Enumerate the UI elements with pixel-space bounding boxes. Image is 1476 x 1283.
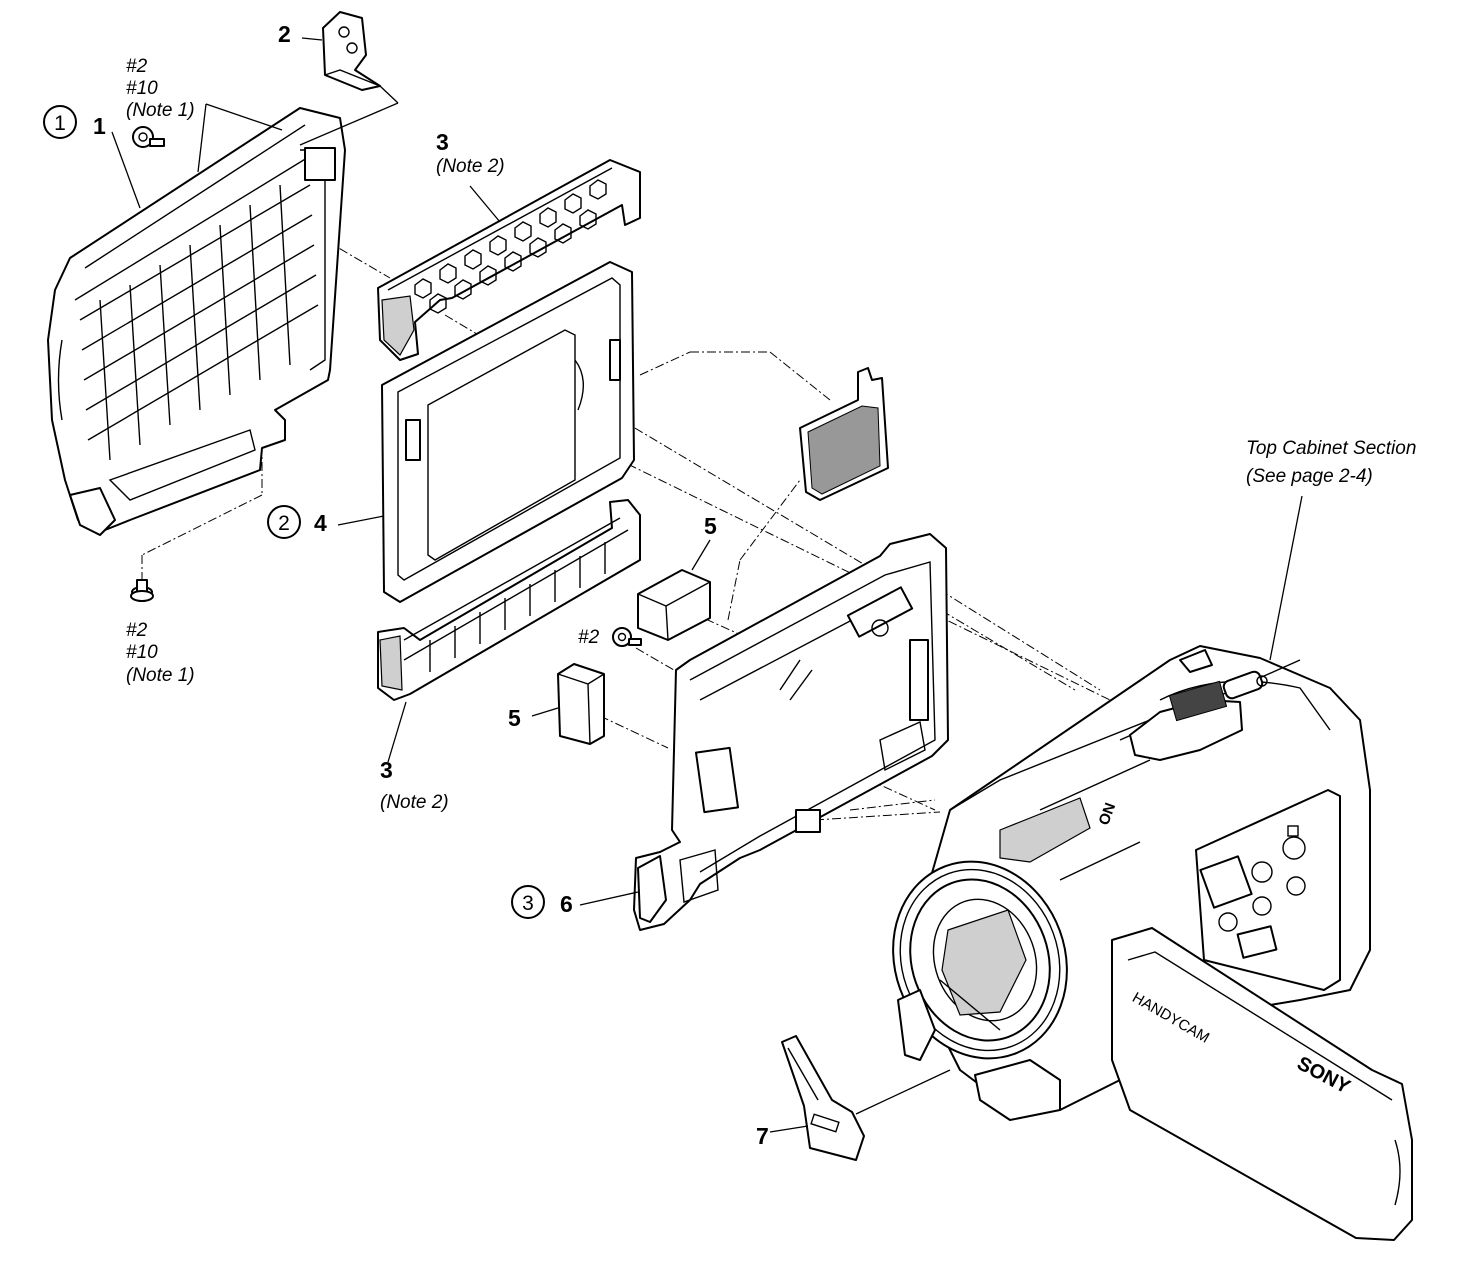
- grip-strip-top-part-3: [377, 159, 641, 361]
- label-part-2: 2: [278, 21, 291, 47]
- svg-text:#10: #10: [126, 642, 158, 663]
- cushion-top-part-5: [637, 569, 711, 641]
- svg-text:2: 2: [278, 512, 290, 535]
- svg-text:1: 1: [54, 112, 66, 135]
- side-cabinet-part-1: [47, 107, 346, 536]
- screw-bottom-icon: [130, 579, 154, 602]
- grip-hex-pattern: [414, 179, 607, 314]
- svg-text:(Note 1): (Note 1): [126, 665, 195, 686]
- note-top-cabinet: Top Cabinet Section (See page 2-4): [1246, 438, 1416, 487]
- svg-text:(See page 2-4): (See page 2-4): [1246, 466, 1373, 487]
- lcd-frame-part-4: [381, 261, 635, 603]
- label-part-6: 6: [560, 891, 573, 917]
- circled-ref-2: 2: [267, 505, 301, 539]
- label-part-1: 1: [93, 113, 106, 139]
- label-part-7: 7: [756, 1123, 769, 1149]
- leader-lines: [111, 37, 1303, 1133]
- flex-cable: [799, 367, 889, 501]
- label-part-5-left: 5: [508, 705, 521, 731]
- grip-strip-bottom-part-3: [377, 499, 641, 701]
- bracket-part-2: [322, 11, 381, 91]
- note-2-bottom: (Note 2): [380, 792, 449, 813]
- label-part-3-top: 3: [436, 129, 449, 155]
- strip-ridges: [429, 542, 606, 672]
- svg-text:#2: #2: [126, 620, 148, 641]
- note-2-top: (Note 2): [436, 156, 505, 177]
- camcorder-body: ON SONY HANDYCAM: [892, 645, 1413, 1241]
- battery-latch-part-7: [781, 1035, 865, 1161]
- cushion-left-part-5: [557, 663, 605, 745]
- cabinet-rib-grid: [79, 184, 319, 461]
- note-screw-mid: #2: [578, 627, 600, 648]
- screw-mid-icon: [612, 627, 642, 647]
- svg-text:#10: #10: [126, 78, 158, 99]
- label-part-3-bottom: 3: [380, 757, 393, 783]
- svg-text:3: 3: [522, 892, 534, 915]
- circled-ref-1: 1: [43, 105, 77, 139]
- svg-text:#2: #2: [126, 56, 148, 77]
- hinge-frame-part-6: [633, 533, 949, 931]
- circled-ref-3: 3: [511, 885, 545, 919]
- svg-text:Top Cabinet Section: Top Cabinet Section: [1246, 438, 1416, 459]
- screw-top-icon: [132, 126, 165, 148]
- label-part-5-top: 5: [704, 513, 717, 539]
- label-part-4: 4: [314, 510, 327, 536]
- svg-text:(Note 1): (Note 1): [126, 100, 195, 121]
- mode-dial-mark: ON: [1096, 801, 1120, 828]
- note-screw-bottom: #2 #10 (Note 1): [126, 620, 195, 686]
- note-screw-top: #2 #10 (Note 1): [126, 56, 195, 121]
